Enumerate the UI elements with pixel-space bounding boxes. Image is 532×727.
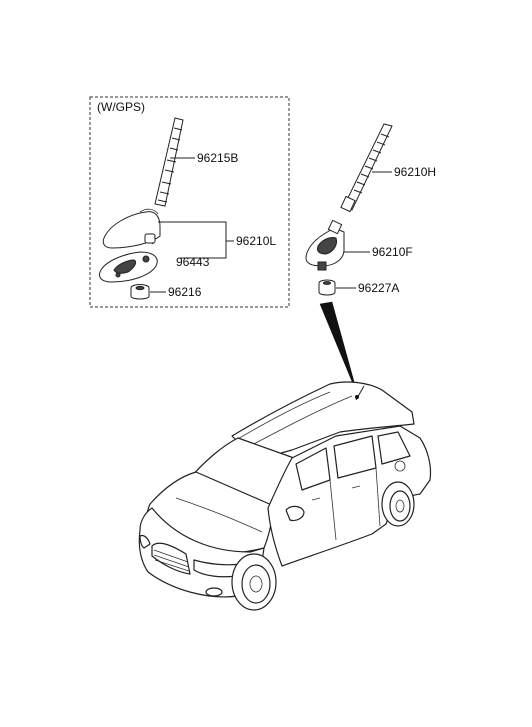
part-96210H-rod [340, 123, 393, 213]
label-96227A: 96227A [358, 281, 399, 295]
gps-group-label: (W/GPS) [97, 100, 145, 114]
label-96443: 96443 [176, 255, 210, 269]
label-96210F: 96210F [372, 245, 413, 259]
part-96210F-base [305, 219, 345, 271]
leader-96210L [158, 221, 227, 259]
part-96443-pad [99, 251, 158, 283]
gps-group-box [89, 96, 290, 308]
part-96215B-rod [154, 117, 184, 207]
label-96210H: 96210H [394, 165, 436, 179]
mounting-pointer [319, 301, 359, 397]
vehicle-suv [138, 381, 432, 611]
label-96216: 96216 [168, 285, 202, 299]
part-96227A-nut [318, 279, 336, 296]
part-96216-nut [130, 284, 150, 300]
label-96210L: 96210L [236, 234, 276, 248]
part-96210L-base [102, 208, 161, 249]
label-96215B: 96215B [197, 151, 238, 165]
